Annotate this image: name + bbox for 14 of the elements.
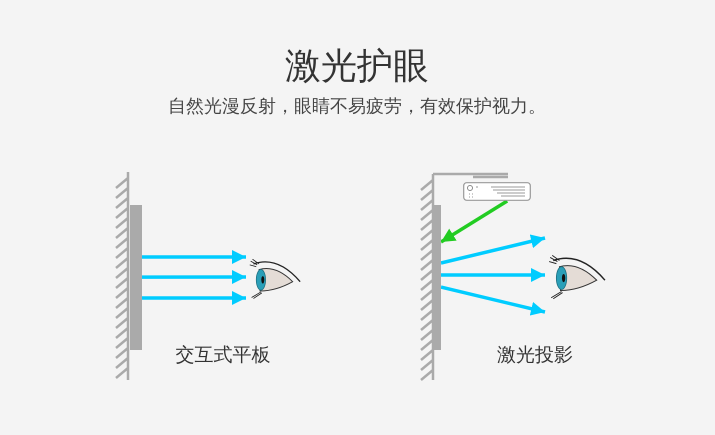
arrow [142,291,246,305]
subtitle: 自然光漫反射，眼睛不易疲劳，有效保护视力。 [168,95,546,118]
arrow [440,200,508,244]
screen-panel [434,205,441,350]
title: 激光护眼 [285,45,429,89]
arrow [142,270,246,284]
arrow [441,268,545,282]
caption: 激光投影 [497,343,573,368]
screen-panel [130,205,142,350]
arrow [142,250,246,264]
arrow [440,285,546,316]
caption: 交互式平板 [176,343,270,368]
arrow [440,234,546,265]
projector-icon [463,182,531,201]
